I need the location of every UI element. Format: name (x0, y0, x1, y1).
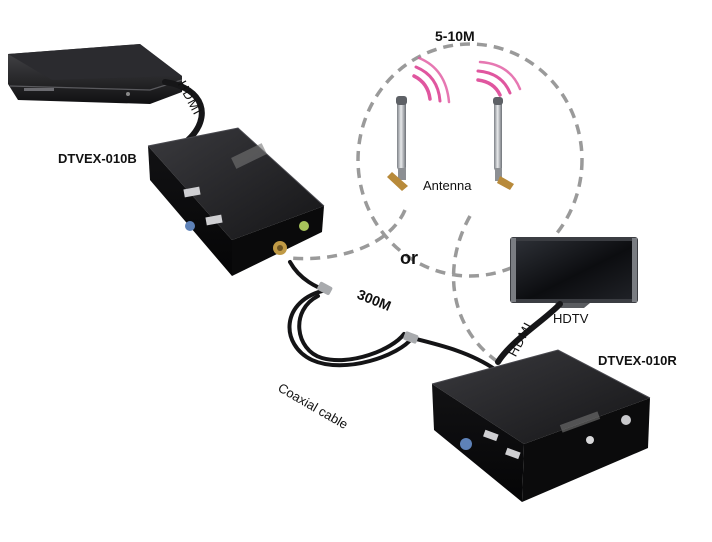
receiver-label: DTVEX-010R (598, 353, 677, 368)
antenna-label: Antenna (423, 178, 472, 193)
or-label: or (400, 248, 418, 268)
signal-waves-icon (412, 56, 522, 104)
hdmi-cable-right (495, 301, 563, 365)
antenna-left-icon (387, 96, 408, 191)
coaxial-cable-icon (287, 260, 498, 372)
hdtv-icon (510, 237, 638, 308)
game-console-icon (8, 44, 183, 104)
transmitter-label: DTVEX-010B (58, 151, 137, 166)
wireless-link-dashed-outline (289, 42, 584, 364)
coax-connectors-icon (317, 281, 419, 344)
hdtv-label: HDTV (553, 311, 589, 326)
antenna-right-icon (493, 97, 514, 190)
receiver-device (431, 349, 651, 502)
wireless-distance-label: 5-10M (435, 28, 475, 44)
transmitter-device (147, 127, 325, 276)
hdmi-cable-top (162, 79, 205, 143)
